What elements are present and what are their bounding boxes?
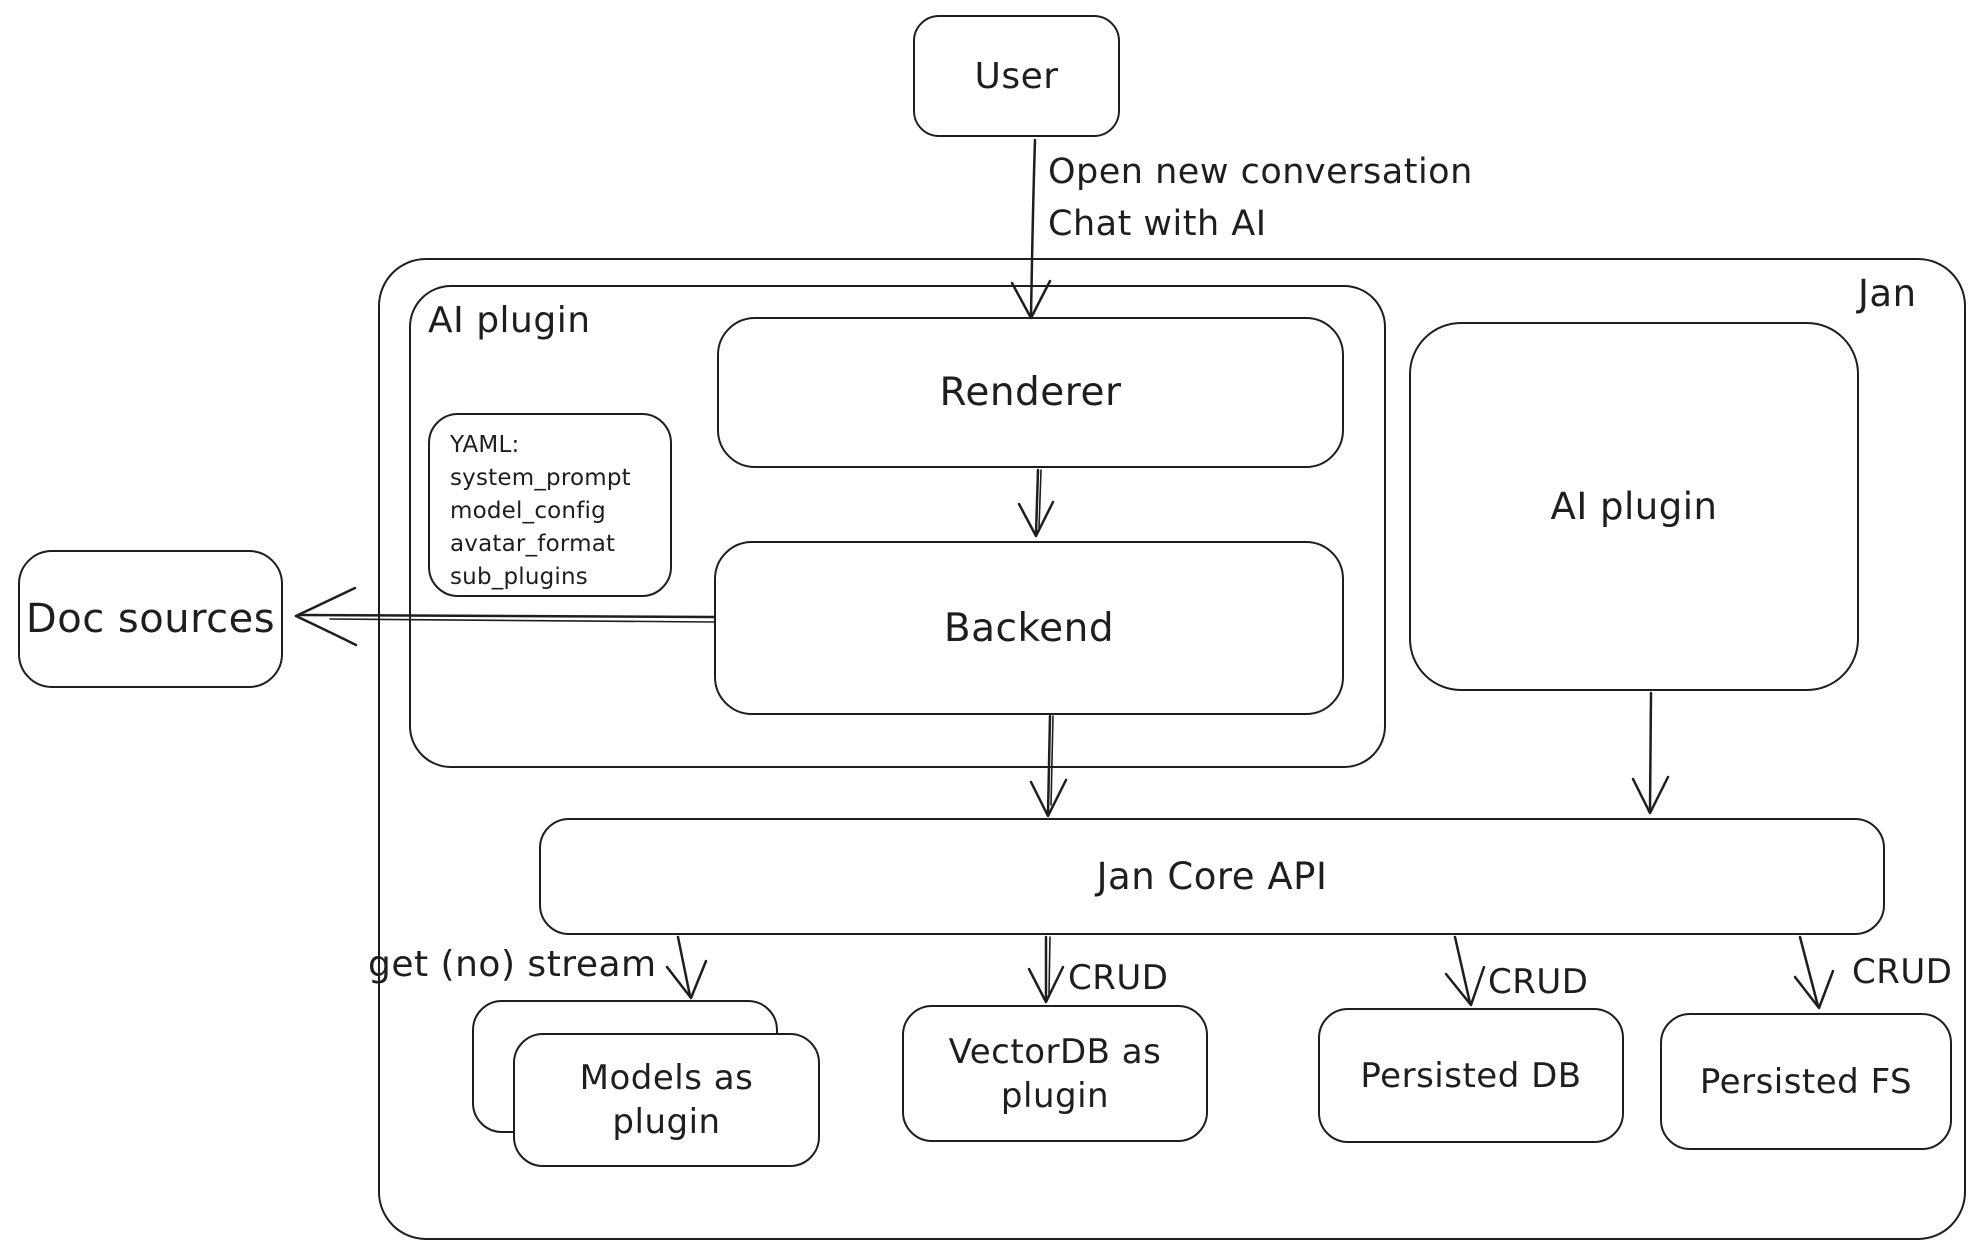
- crud-db-edge-label: CRUD: [1488, 962, 1589, 1002]
- models-as-plugin-label: Models as plugin: [579, 1058, 754, 1142]
- get-no-stream-edge-label: get (no) stream: [368, 944, 657, 985]
- user-node-label: User: [974, 55, 1059, 97]
- jan-core-api-node-label: Jan Core API: [1096, 855, 1328, 898]
- yaml-note-line: system_prompt: [450, 465, 631, 491]
- jan-core-api-node: Jan Core API: [539, 818, 1885, 935]
- user-node: User: [913, 15, 1120, 137]
- ai-plugin-container-box: [409, 285, 1386, 768]
- yaml-note-line: avatar_format: [450, 531, 616, 557]
- persisted-db-label: Persisted DB: [1360, 1055, 1582, 1096]
- doc-sources-node-label: Doc sources: [25, 596, 276, 642]
- user-action-line1: Open new conversation: [1048, 152, 1473, 192]
- ai-plugin-node-label: AI plugin: [1550, 485, 1718, 528]
- persisted-fs-label: Persisted FS: [1699, 1061, 1913, 1102]
- vectordb-as-plugin-label: VectorDB as plugin: [948, 1031, 1162, 1116]
- jan-container-box: [378, 258, 1966, 1240]
- yaml-note-line: sub_plugins: [450, 564, 588, 590]
- yaml-note-line: model_config: [450, 498, 606, 524]
- crud-fs-edge-label: CRUD: [1852, 952, 1953, 992]
- renderer-node-label: Renderer: [939, 370, 1122, 415]
- yaml-note-box: YAML: system_prompt model_config avatar_…: [428, 413, 672, 597]
- user-action-edge-label: Open new conversation Chat with AI: [1048, 146, 1473, 250]
- doc-sources-node: Doc sources: [18, 550, 283, 688]
- ai-plugin-container-label: AI plugin: [428, 300, 591, 341]
- backend-node: Backend: [714, 541, 1344, 715]
- persisted-db-node: Persisted DB: [1318, 1008, 1624, 1143]
- persisted-fs-node: Persisted FS: [1660, 1013, 1952, 1150]
- crud-vectordb-edge-label: CRUD: [1068, 958, 1169, 998]
- user-action-line2: Chat with AI: [1048, 204, 1267, 244]
- vectordb-as-plugin-node: VectorDB as plugin: [902, 1005, 1208, 1142]
- renderer-node: Renderer: [717, 317, 1344, 468]
- yaml-note-title: YAML:: [450, 432, 520, 458]
- backend-node-label: Backend: [943, 605, 1115, 651]
- jan-container-label: Jan: [1858, 272, 1917, 315]
- models-as-plugin-node: Models as plugin: [513, 1033, 820, 1167]
- ai-plugin-node: AI plugin: [1409, 322, 1859, 691]
